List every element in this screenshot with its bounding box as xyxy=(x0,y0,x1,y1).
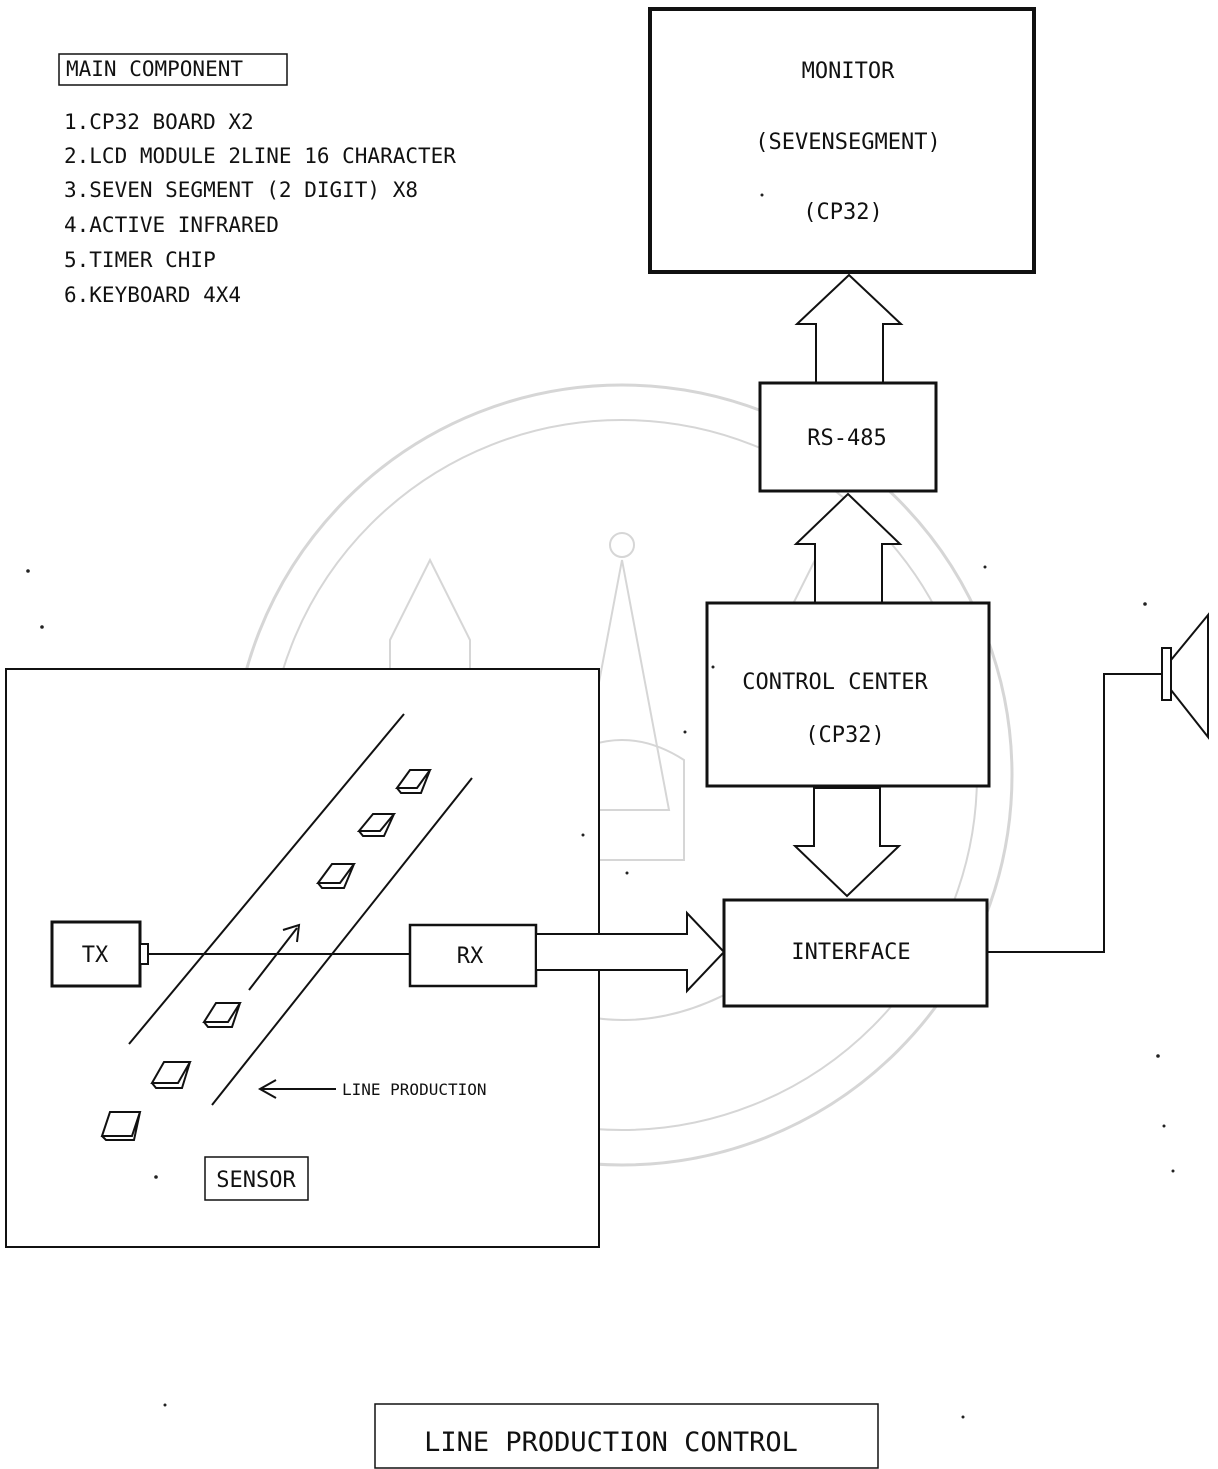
product-item xyxy=(316,863,356,889)
component-item-1: 1.CP32 BOARD X2 xyxy=(64,110,254,134)
scan-specks xyxy=(26,193,1175,1419)
arrow-control-to-interface xyxy=(792,787,902,898)
interface-label: INTERFACE xyxy=(791,940,910,965)
product-item xyxy=(395,769,432,794)
monitor-box xyxy=(648,7,1036,274)
arrow-rx-to-interface xyxy=(535,910,726,994)
main-component-section: MAIN COMPONENT 1.CP32 BOARD X2 2.LCD MOD… xyxy=(58,53,456,307)
direction-arrow-head xyxy=(282,923,301,943)
component-item-6: 6.KEYBOARD 4X4 xyxy=(64,283,241,307)
rx-label: RX xyxy=(457,944,484,969)
sensor-label: SENSOR xyxy=(216,1168,296,1193)
tx-box xyxy=(50,920,142,988)
product-item xyxy=(100,1111,142,1141)
product-item xyxy=(202,1002,242,1028)
control-center-title: CONTROL CENTER xyxy=(742,670,928,695)
line-production-label: LINE PRODUCTION xyxy=(342,1080,487,1099)
rs485-block: RS-485 xyxy=(758,381,938,493)
rx-box xyxy=(408,923,538,988)
component-item-5: 5.TIMER CHIP xyxy=(64,248,216,272)
product-items xyxy=(100,769,432,1141)
direction-arrow-shaft xyxy=(248,927,298,991)
sensor-panel: TX RX LINE PRODUCTION SENSOR xyxy=(5,668,600,1248)
footer-title-box xyxy=(374,1403,879,1469)
speaker-wire xyxy=(987,673,1162,953)
monitor-title: MONITOR xyxy=(802,59,895,84)
component-item-2: 2.LCD MODULE 2LINE 16 CHARACTER xyxy=(64,144,456,168)
rs485-box xyxy=(758,381,938,493)
component-item-3: 3.SEVEN SEGMENT (2 DIGIT) X8 xyxy=(64,178,418,202)
product-item xyxy=(150,1061,192,1089)
control-center-cpu: (CP32) xyxy=(805,723,884,748)
monitor-block: MONITOR (SEVENSEGMENT) (CP32) xyxy=(648,7,1036,274)
speaker-icon xyxy=(1161,612,1209,740)
main-component-heading: MAIN COMPONENT xyxy=(66,57,243,81)
control-center-block: CONTROL CENTER (CP32) xyxy=(705,601,991,788)
arrow-rs485-to-monitor xyxy=(794,273,904,384)
monitor-subtitle: (SEVENSEGMENT) xyxy=(755,130,940,155)
interface-box xyxy=(722,898,989,1008)
tx-label: TX xyxy=(82,943,109,968)
product-item xyxy=(356,813,397,837)
arrow-control-to-rs485 xyxy=(793,492,903,604)
footer-title: LINE PRODUCTION CONTROL xyxy=(424,1427,798,1458)
line-production-pointer-head xyxy=(257,1079,277,1099)
conveyor-rail-left xyxy=(128,713,405,1045)
footer-title-block: LINE PRODUCTION CONTROL xyxy=(374,1403,879,1469)
tx-emitter xyxy=(139,943,149,965)
interface-block: INTERFACE xyxy=(722,898,989,1008)
control-center-box xyxy=(705,601,991,788)
sensor-label-box xyxy=(204,1156,309,1201)
main-component-heading-box xyxy=(58,53,288,86)
rs485-label: RS-485 xyxy=(807,426,886,451)
component-item-4: 4.ACTIVE INFRARED xyxy=(64,213,279,237)
conveyor-rail-right xyxy=(211,777,473,1106)
monitor-cpu: (CP32) xyxy=(803,200,882,225)
